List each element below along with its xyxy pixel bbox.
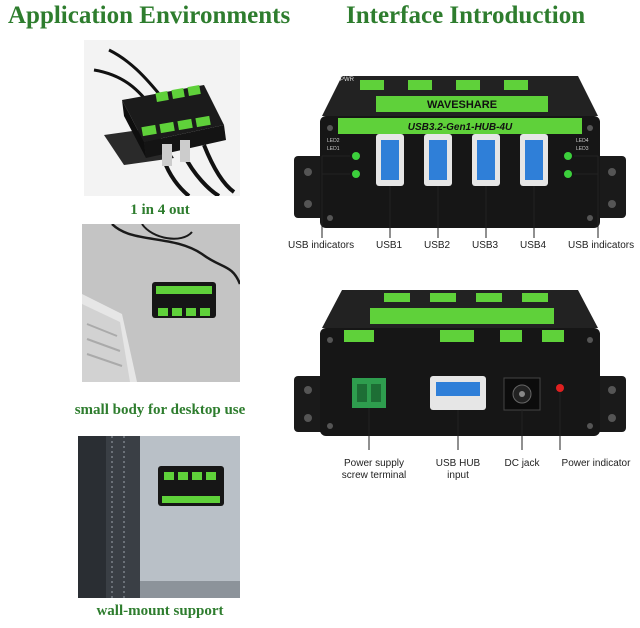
label-power-supply-line1: Power supply [343,458,405,469]
caption-1-in-4-out: 1 in 4 out [130,202,190,218]
usb-indicator-led [352,152,360,160]
dc-jack [503,377,541,411]
rear-view-diagram [280,288,640,458]
usb-indicator-led [564,152,572,160]
label-usb-hub-line2: input [447,470,469,481]
label-usb-indicators-left: USB indicators [288,240,355,251]
label-usb2: USB2 [424,240,451,251]
label-dc-jack: DC jack [504,458,540,469]
label-usb-indicators-right: USB indicators [568,240,635,251]
screw-terminal [352,378,386,408]
rear-view-device [294,290,626,450]
usb3-port [472,134,500,186]
desktop-use-photo [82,224,240,382]
usb-hub-input-port [430,376,486,410]
usb2-port [424,134,452,186]
led2-text: LED2 [327,138,340,144]
led3-text: LED3 [576,146,589,152]
caption-small-body: small body for desktop use [74,402,246,418]
label-power-supply-line2: screw terminal [341,470,407,481]
brand-text: WAVESHARE [427,99,497,111]
wall-mount-photo [78,436,240,598]
usb1-port [376,134,404,186]
power-indicator-led [556,384,564,392]
label-usb-hub-input: USB HUB input [428,458,488,482]
front-view-diagram: WAVESHARE USB3.2-Gen1-HUB-4U PWR LED2 LE… [280,68,640,258]
model-text: USB3.2-Gen1-HUB-4U [408,122,513,133]
label-power-supply: Power supply screw terminal [334,458,414,482]
front-view-device: WAVESHARE USB3.2-Gen1-HUB-4U PWR LED2 LE… [294,76,626,238]
label-usb-hub-line1: USB HUB [435,458,481,469]
caption-wall-mount: wall-mount support [96,603,224,619]
application-environments-heading: Application Environments [8,2,291,29]
label-power-indicator: Power indicator [561,458,631,469]
usb-indicator-led [564,170,572,178]
interface-introduction-heading: Interface Introduction [346,2,586,29]
label-usb4: USB4 [520,240,547,251]
hub-with-cables-photo [84,40,240,196]
pwr-text: PWR [340,77,355,83]
label-usb1: USB1 [376,240,403,251]
usb-indicator-led [352,170,360,178]
led1-text: LED1 [327,146,340,152]
led4-text: LED4 [576,138,589,144]
usb4-port [520,134,548,186]
label-usb3: USB3 [472,240,499,251]
